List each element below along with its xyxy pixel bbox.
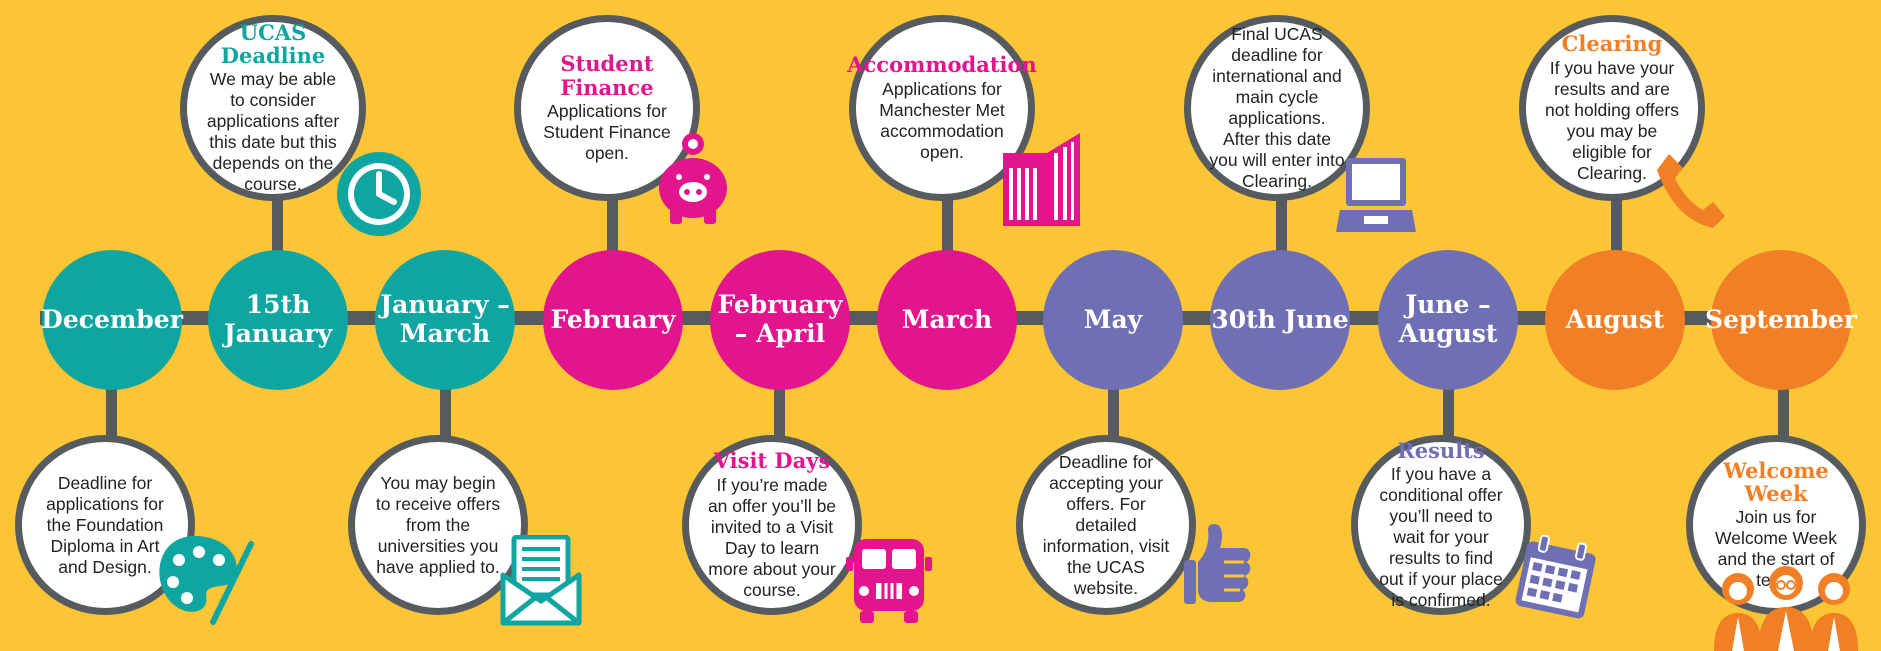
clock-icon — [337, 152, 421, 236]
event-text: Applications for Student Finance open. — [543, 100, 671, 163]
event-text: We may be able to consider applications … — [206, 69, 340, 195]
month-15th-january: 15th January — [208, 250, 348, 390]
event-text: If you have your results and are not hol… — [1545, 57, 1679, 183]
event-text: You may begin to receive offers from the… — [375, 472, 501, 577]
event-text: Final UCAS deadline for international an… — [1209, 24, 1345, 191]
connector — [607, 200, 618, 270]
bus-icon — [846, 539, 932, 623]
event-final-ucas-deadline: Final UCAS deadline for international an… — [1184, 15, 1370, 201]
event-title: Results — [1397, 437, 1485, 463]
event-title: Accommodation — [847, 52, 1037, 78]
event-visit-days: Visit Days If you’re made an offer you’l… — [682, 435, 862, 615]
event-title: Visit Days — [713, 448, 831, 474]
event-title: Student Finance — [560, 51, 654, 100]
connector — [1276, 200, 1287, 270]
event-text: If you have a conditional offer you’ll n… — [1379, 464, 1503, 611]
event-accept-offers: Deadline for accepting your offers. For … — [1016, 435, 1196, 615]
people-icon — [1714, 566, 1858, 651]
event-title: Clearing — [1561, 31, 1663, 57]
month-30th-june: 30th June — [1210, 250, 1350, 390]
month-january-march: January – March — [375, 250, 515, 390]
connector — [942, 200, 953, 270]
connector — [272, 200, 283, 270]
event-results: Results If you have a conditional offer … — [1351, 435, 1531, 615]
calendar-icon — [1515, 535, 1596, 619]
connector — [1443, 370, 1454, 440]
event-offers: You may begin to receive offers from the… — [348, 435, 528, 615]
phone-icon — [1657, 154, 1725, 228]
month-march: March — [877, 250, 1017, 390]
piggy-bank-icon — [659, 133, 727, 224]
event-student-finance: Student Finance Applications for Student… — [514, 15, 700, 201]
event-ucas-deadline: UCAS Deadline We may be able to consider… — [180, 15, 366, 201]
event-title: UCAS Deadline — [220, 19, 326, 68]
month-february: February — [543, 250, 683, 390]
event-text: Deadline for accepting your offers. For … — [1042, 451, 1170, 598]
event-accommodation: Accommodation Applications for Mancheste… — [847, 15, 1037, 201]
connector — [1108, 370, 1119, 440]
event-text: If you’re made an offer you’ll be invite… — [707, 474, 837, 600]
connector — [1778, 370, 1789, 440]
month-september: September — [1705, 250, 1857, 390]
month-june-august: June – August — [1378, 250, 1518, 390]
event-text: Deadline for applications for the Founda… — [46, 472, 164, 577]
connector — [106, 370, 117, 440]
envelope-letter-icon — [500, 535, 582, 626]
thumbs-up-icon — [1184, 524, 1251, 604]
month-may: May — [1043, 250, 1183, 390]
palette-icon — [159, 536, 254, 625]
month-august: August — [1545, 250, 1685, 390]
event-text: Applications for Manchester Met accommod… — [879, 78, 1005, 162]
connector — [440, 370, 451, 440]
event-text: Join us for Welcome Week and the start o… — [1715, 507, 1837, 590]
month-february-april: February – April — [710, 250, 850, 390]
connector — [1611, 200, 1622, 270]
building-icon — [1003, 133, 1080, 226]
connector — [774, 370, 785, 440]
laptop-icon — [1336, 158, 1416, 232]
month-december: December — [41, 250, 183, 390]
event-title: Welcome Week — [1723, 457, 1829, 506]
